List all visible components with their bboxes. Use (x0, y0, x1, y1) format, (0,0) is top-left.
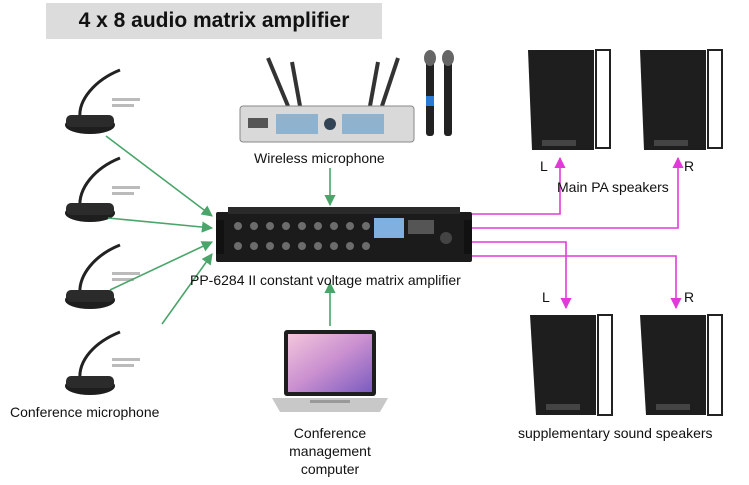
arrow-amp-to-main-right (472, 156, 684, 229)
speaker-supp-left (530, 314, 613, 416)
supplementary-label: supplementary sound speakers (518, 425, 713, 441)
title-banner: 4 x 8 audio matrix amplifier (46, 3, 382, 39)
conference-mic-4 (65, 330, 140, 395)
arrow-mic1-to-amp (105, 135, 213, 217)
page-title: 4 x 8 audio matrix amplifier (78, 9, 350, 32)
main-pa-label: Main PA speakers (557, 179, 669, 195)
supp-right-label: R (684, 289, 695, 305)
speaker-supp-right (640, 314, 723, 416)
supp-left-label: L (542, 289, 550, 305)
conference-computer (272, 330, 388, 412)
conference-mic-label: Conference microphone (10, 404, 160, 420)
conference-mic-3 (65, 243, 140, 309)
amplifier-label: PP-6284 II constant voltage matrix ampli… (190, 272, 461, 288)
arrow-mic2-to-amp (107, 217, 214, 233)
input-arrows (105, 135, 336, 326)
arrow-mic4-to-amp (161, 253, 213, 325)
wireless-mic-label: Wireless microphone (254, 150, 385, 166)
wireless-receiver (239, 57, 415, 143)
matrix-amplifier (216, 207, 472, 262)
arrow-amp-to-main-left (472, 156, 566, 215)
speaker-main-right (640, 49, 723, 150)
main-left-label: L (540, 158, 548, 174)
output-arrows (472, 156, 684, 310)
handheld-mics (424, 50, 454, 136)
arrow-amp-to-supp-left (472, 241, 572, 310)
conference-mic-2 (65, 156, 140, 222)
arrow-amp-to-supp-right (472, 255, 682, 310)
main-right-label: R (684, 158, 695, 174)
computer-label: Conference management computer (289, 425, 371, 477)
conference-mic-1 (65, 68, 140, 134)
speaker-main-left (528, 49, 611, 150)
arrow-mic3-to-amp (109, 241, 214, 291)
